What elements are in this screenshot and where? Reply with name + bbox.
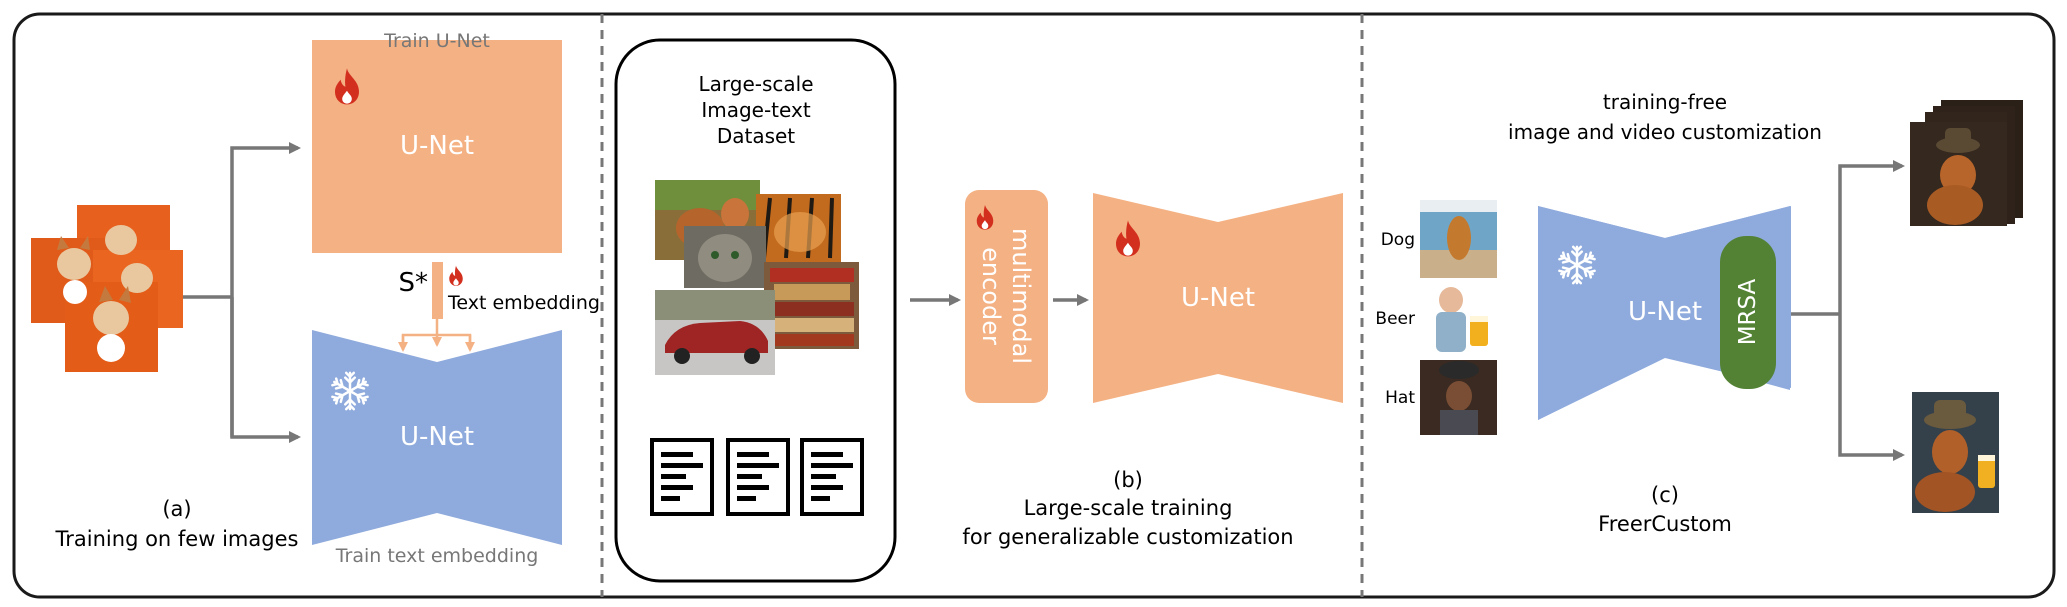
branch-arrows — [183, 142, 301, 443]
mrsa-label: MRSA — [1735, 278, 1761, 346]
train-text-embedding-label: Train text embedding — [335, 545, 539, 567]
encoder-label-line-2: encoder — [977, 247, 1005, 345]
unet-b-text: U-Net — [1180, 283, 1256, 313]
output-video — [1910, 100, 2023, 226]
caption-letter-b: (b) — [1113, 468, 1143, 492]
token-label: S* — [398, 268, 428, 298]
caption-letter-a: (a) — [162, 497, 192, 521]
text-embedding-bar — [432, 262, 443, 319]
unet-bottom-text: U-Net — [399, 422, 475, 452]
concept-label-dog: Dog — [1380, 230, 1415, 250]
dataset-photos — [655, 180, 859, 375]
dataset-box — [614, 38, 897, 583]
outer-frame — [12, 12, 2056, 599]
title-c-line-1: training-free — [1602, 90, 1728, 114]
concept-label-beer: Beer — [1375, 309, 1415, 329]
unet-trainable-b — [1093, 193, 1343, 403]
encoder-label-line-1: multimodal — [1007, 227, 1035, 364]
caption-b-line-2: for generalizable customization — [962, 525, 1294, 549]
document-icon — [650, 438, 714, 516]
unet-frozen-bottom — [312, 330, 562, 545]
concept-label-hat: Hat — [1385, 388, 1415, 408]
caption-letter-c: (c) — [1651, 483, 1679, 507]
multimodal-encoder — [965, 190, 1048, 403]
embedding-arrows — [398, 319, 475, 352]
document-icon — [726, 438, 790, 516]
output-image — [1912, 392, 1999, 513]
corgi-images — [31, 205, 183, 372]
text-embedding-label: Text embedding — [448, 292, 600, 314]
caption-a: Training on few images — [55, 527, 299, 551]
fire-icon — [449, 265, 463, 286]
mrsa-block — [1720, 236, 1776, 389]
document-icon — [800, 438, 864, 516]
concept-images — [1420, 200, 1497, 435]
dataset-title-line-1: Large-scale — [698, 72, 814, 96]
caption-c: FreerCustom — [1598, 512, 1732, 536]
caption-b-line-1: Large-scale training — [1023, 496, 1233, 520]
train-unet-label: Train U-Net — [384, 30, 490, 52]
title-c-line-2: image and video customization — [1508, 120, 1822, 144]
unet-top-text: U-Net — [399, 131, 475, 161]
output-arrows — [1791, 160, 1905, 461]
dataset-title-line-2: Image-text — [701, 98, 811, 122]
dataset-title-line-3: Dataset — [716, 124, 796, 148]
unet-c-text: U-Net — [1627, 297, 1703, 327]
